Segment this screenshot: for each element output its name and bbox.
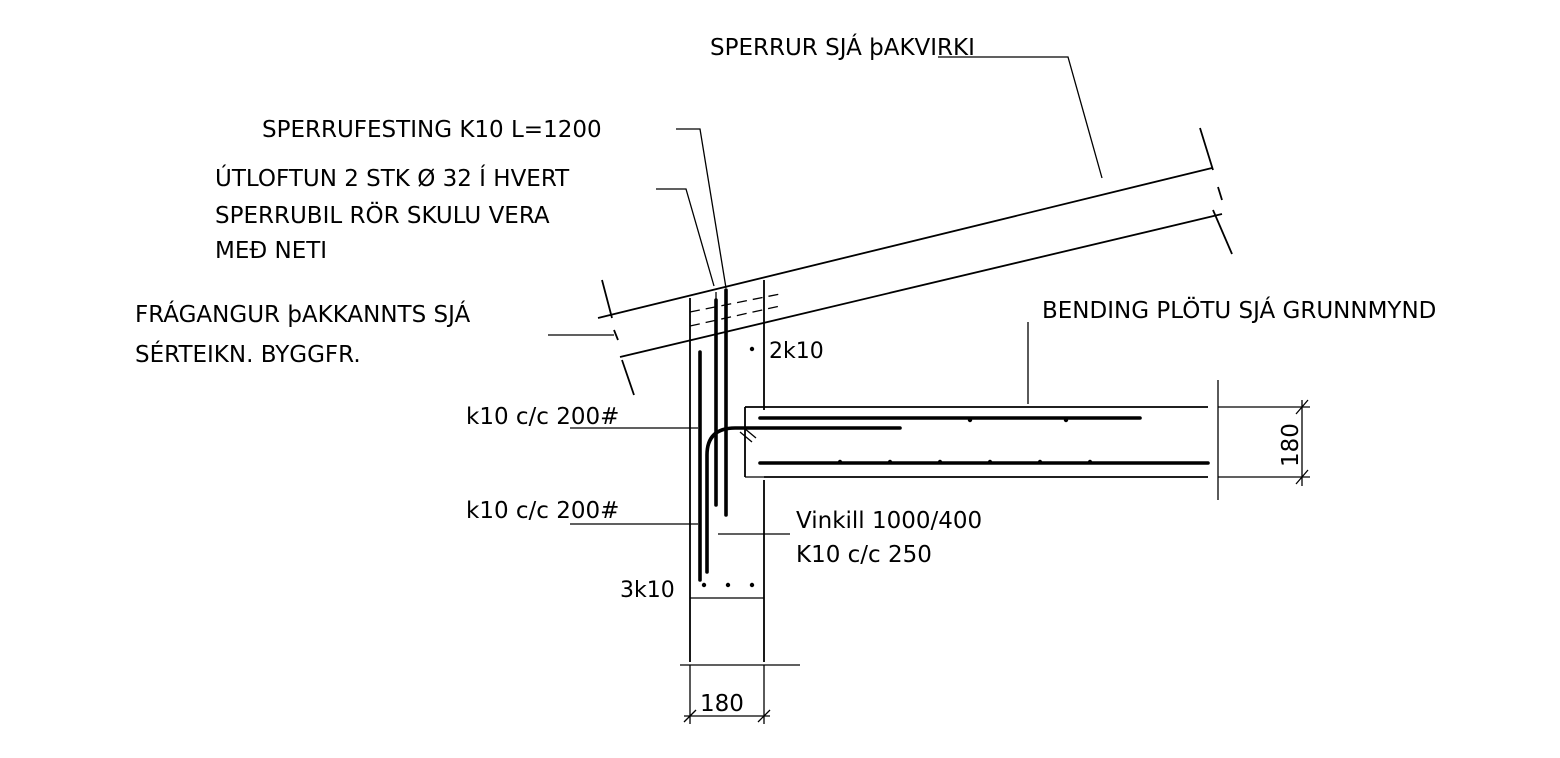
roof-rafter	[597, 127, 1233, 396]
dimension-slab	[1218, 399, 1310, 486]
concrete-wall	[689, 280, 781, 662]
concrete-slab	[744, 380, 1219, 500]
label-bending: BENDING PLÖTU SJÁ GRUNNMYND	[1042, 296, 1436, 324]
label-utloftun-1: ÚTLOFTUN 2 STK Ø 32 Í HVERT	[215, 164, 570, 192]
label-fragangur-1: FRÁGANGUR þAKKANNTS SJÁ	[135, 300, 470, 328]
label-utloftun-2: SPERRUBIL RÖR SKULU VERA	[215, 201, 550, 229]
label-k10-lower: k10 c/c 200#	[466, 498, 619, 524]
label-k10-upper: k10 c/c 200#	[466, 404, 619, 430]
label-bottom-bars: 3k10	[620, 578, 675, 603]
label-utloftun-3: MEÐ NETI	[215, 238, 327, 264]
label-vinkill-2: K10 c/c 250	[796, 542, 932, 568]
label-sperrur: SPERRUR SJÁ þAKVIRKI	[710, 33, 975, 61]
label-fragangur-2: SÉRTEIKN. BYGGFR.	[135, 340, 361, 368]
label-slab-thickness: 180	[1278, 423, 1304, 467]
label-top-bars: 2k10	[769, 339, 824, 364]
dimension-wall	[680, 664, 800, 724]
label-vinkill-1: Vinkill 1000/400	[796, 508, 982, 534]
leader-lines	[548, 56, 1103, 535]
wall-rebar	[698, 288, 902, 588]
label-sperrufesting: SPERRUFESTING K10 L=1200	[262, 117, 602, 143]
label-wall-thickness: 180	[700, 691, 744, 717]
